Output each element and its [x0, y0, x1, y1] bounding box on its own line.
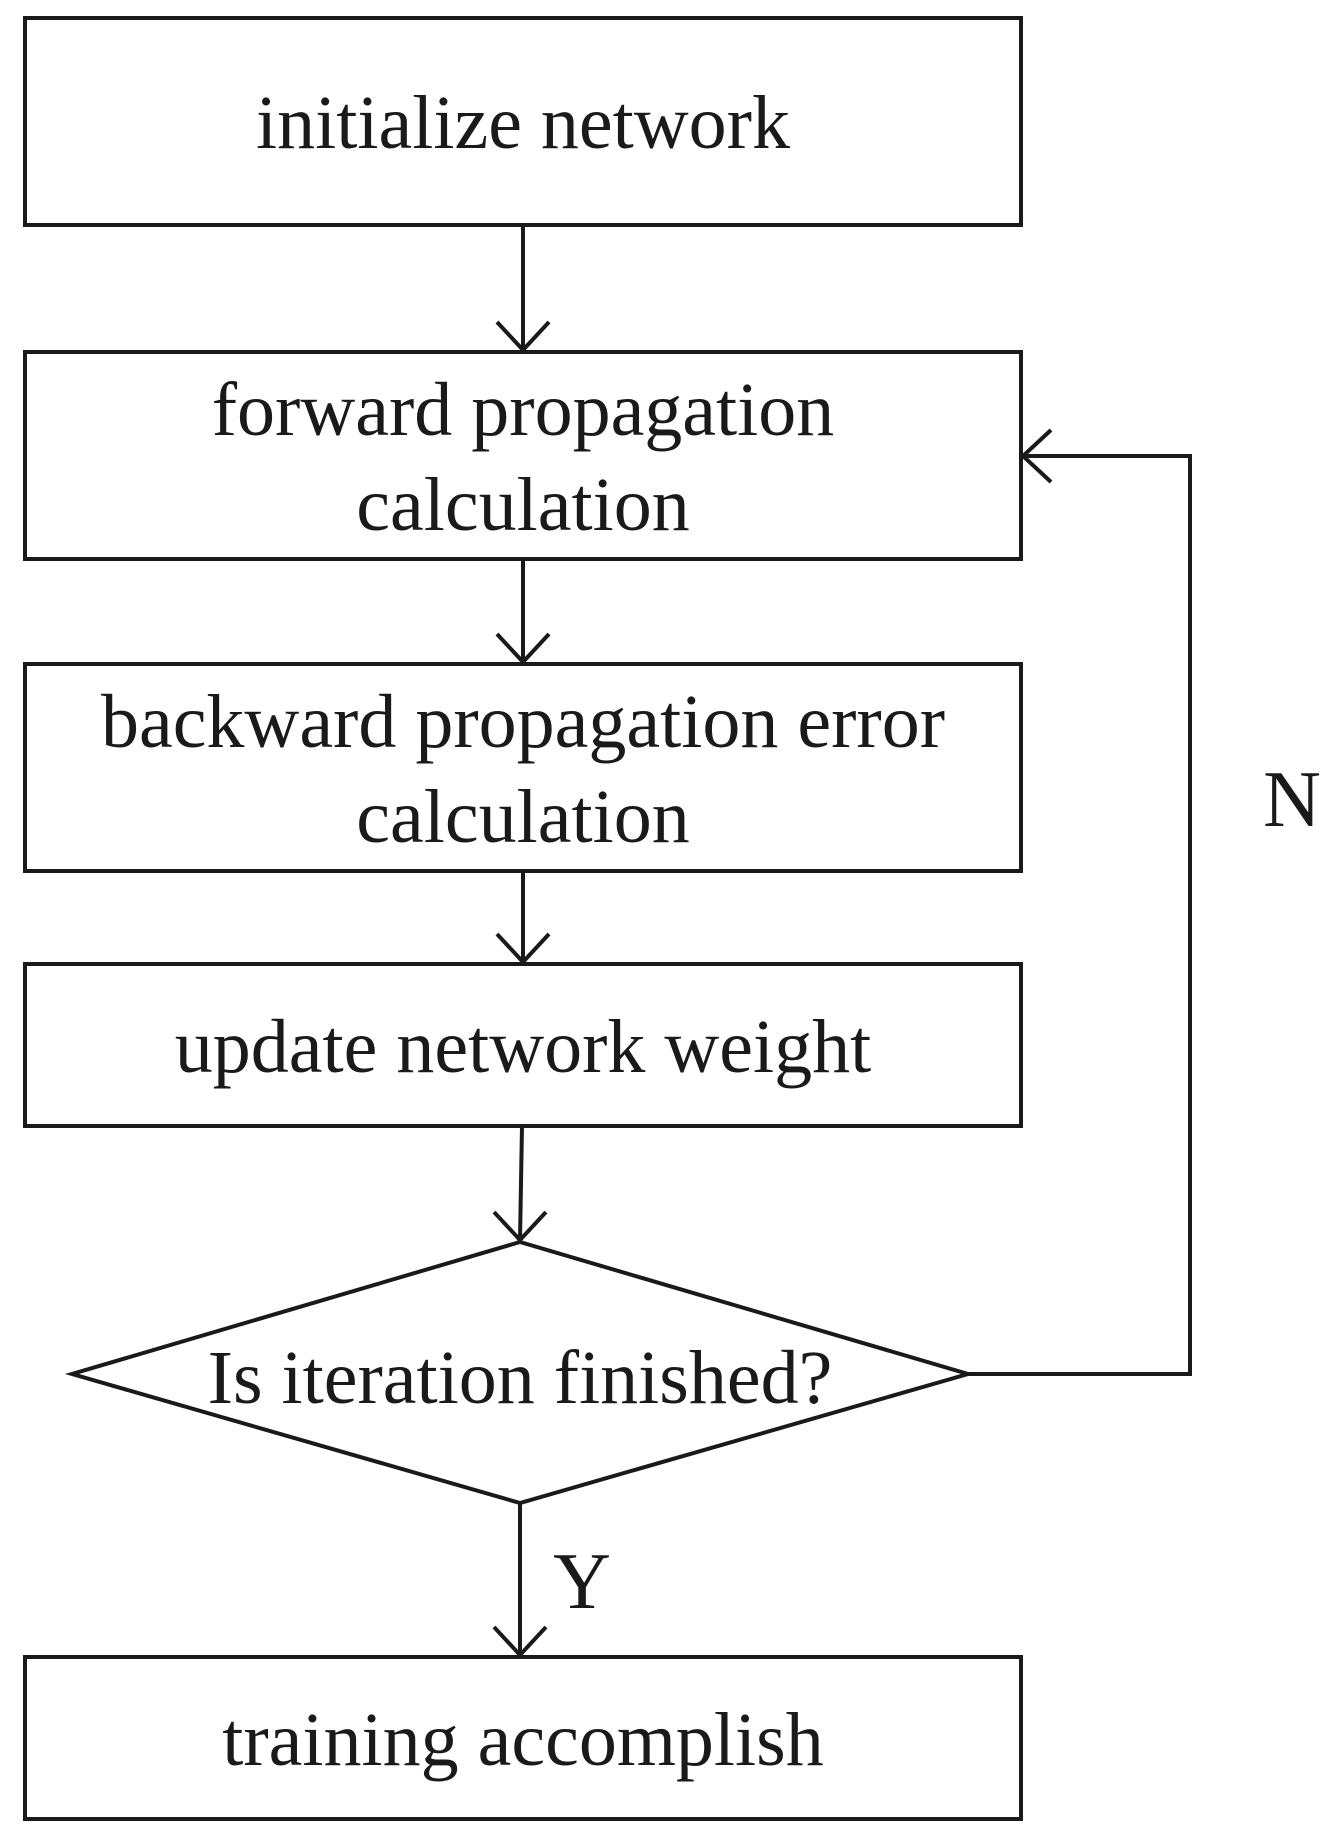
forward-propagation-label-line-2: calculation [356, 463, 689, 547]
arrowhead-forward [495, 320, 551, 353]
update-weight-label: update network weight [175, 1005, 871, 1089]
decision-label: Is iteration finished? [208, 1336, 833, 1420]
arrowhead-backward [495, 632, 551, 665]
arrowhead-accomplish [492, 1625, 548, 1658]
edge-update-to-decision [518, 1125, 524, 1241]
edge-label-yes: Y [553, 1538, 611, 1626]
edge-decision-to-forward-loop [968, 454, 1192, 1376]
forward-propagation-label-line-1: forward propagation [212, 368, 835, 452]
backward-propagation-label-line-1: backward propagation error [101, 680, 945, 764]
training-accomplish-box [23, 1655, 1023, 1821]
initialize-network-label: initialize network [256, 81, 790, 165]
arrowhead-loop-back [1020, 428, 1053, 484]
initialize-network-box [23, 16, 1023, 227]
arrowhead-decision [492, 1210, 548, 1243]
forward-propagation-box [23, 350, 1023, 561]
backward-propagation-label-line-2: calculation [356, 775, 689, 859]
training-accomplish-label: training accomplish [222, 1698, 824, 1782]
update-weight-box [23, 962, 1023, 1128]
edge-label-no: N [1263, 756, 1321, 844]
arrowhead-update [495, 932, 551, 965]
